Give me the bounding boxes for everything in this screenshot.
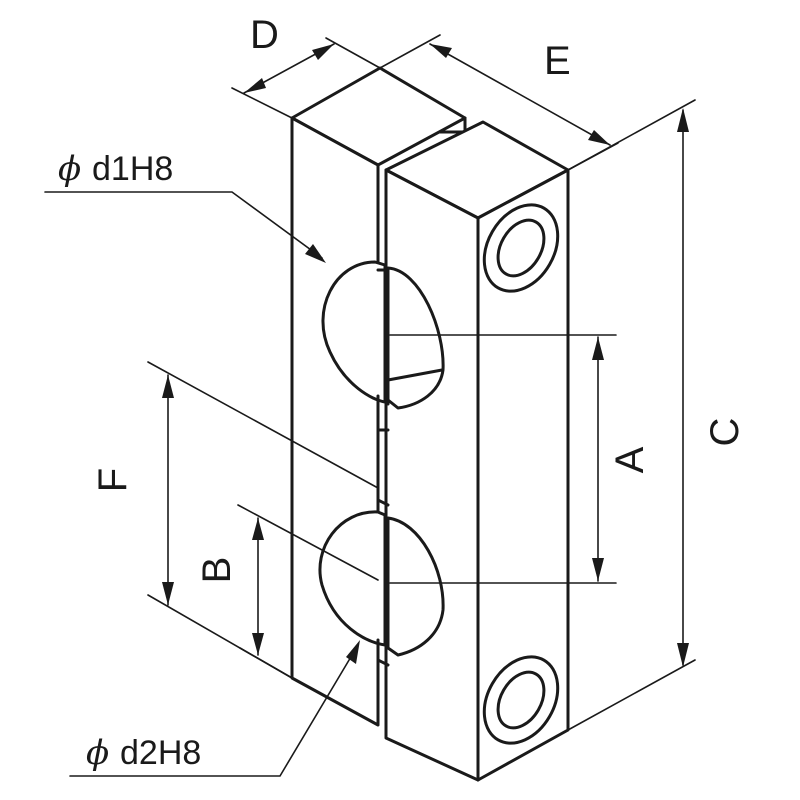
upper-bore-slot (376, 394, 390, 432)
counterbore-hole-bottom (482, 655, 560, 745)
dimension-b: B (195, 504, 379, 679)
dimension-a: A (389, 334, 652, 584)
callout-d1: ϕ d1H8 (44, 149, 326, 263)
dim-c-label: C (703, 418, 747, 447)
counterbore-hole-top (482, 203, 560, 293)
dim-a-label: A (608, 446, 652, 473)
dim-e-label: E (544, 39, 571, 83)
phi-symbol-d1: ϕ (58, 149, 81, 189)
callout-d2: ϕ d2H8 (69, 640, 360, 777)
right-block-split-face (384, 168, 480, 782)
dim-f-label: F (91, 468, 135, 492)
lower-bore-right (386, 516, 445, 657)
lower-bore-left (318, 510, 387, 647)
callout-d1-label: d1H8 (92, 150, 173, 188)
right-half-block (384, 120, 570, 782)
lower-bore-slot (376, 638, 390, 667)
dim-d-label: D (250, 13, 279, 57)
dim-b-label: B (195, 557, 239, 584)
lower-bore (318, 486, 445, 667)
dimension-d: D (231, 13, 381, 119)
callout-d2-label: d2H8 (120, 734, 201, 772)
dimension-c: C (567, 99, 747, 731)
phi-symbol-d2: ϕ (86, 733, 109, 773)
upper-bore (321, 260, 445, 432)
right-block-side-face (476, 168, 570, 782)
